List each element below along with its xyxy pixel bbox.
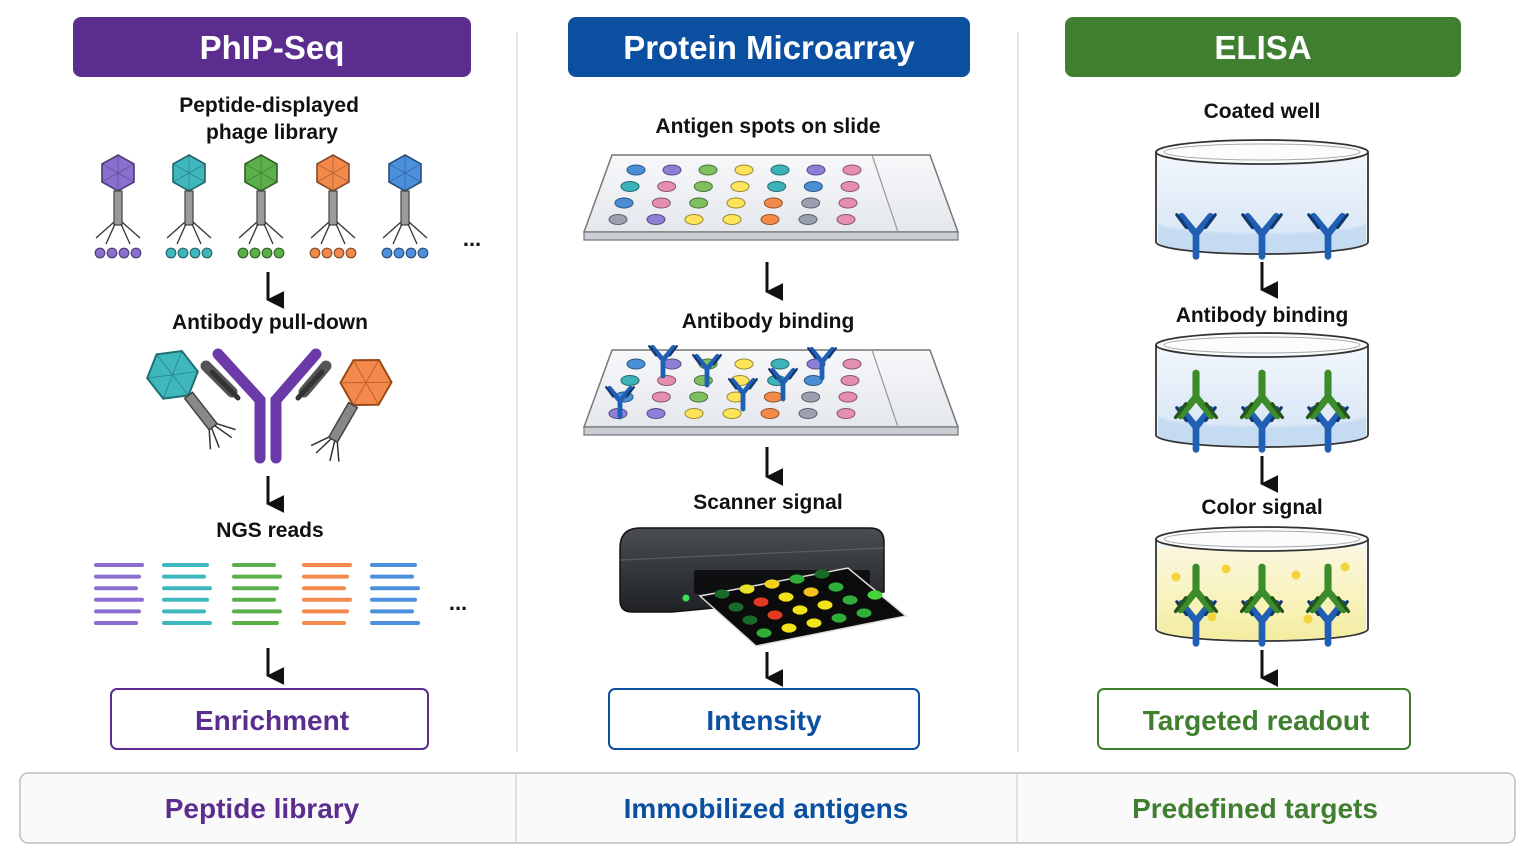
ngs-reads-illustration [94,563,420,625]
phip-result-box [110,688,429,750]
phip-seq-column: PhIP-Seq Peptide-displayed phage library… [73,17,481,750]
signal-dot-5 [1207,612,1217,622]
elisa-step1-label: Coated well [1204,100,1321,123]
elisa-step2-label: Antibody binding [1176,304,1349,327]
read-group-1 [94,563,144,625]
bound-antibody-icon-5 [807,346,837,381]
signal-dot-6 [1303,614,1313,624]
phip-ellipsis-1: ... [463,226,481,251]
phip-ellipsis-2: ... [449,590,467,615]
scanner-status-light [682,594,690,602]
footer-comparison-bar: Peptide library Immobilized antigens Pre… [19,772,1516,844]
color-signal-well-illustration [1155,526,1369,647]
elisa-header-title: ELISA [1214,29,1311,66]
phage-icon-3 [237,154,285,259]
signal-dot-1 [1171,572,1181,582]
antibody-binding-well-illustration [1155,332,1369,453]
well-rim [1155,139,1369,165]
antigen-spots [608,164,862,225]
purple-antibody-icon [200,348,332,464]
phage-library-row [94,154,429,259]
phip-step2-label: Antibody pull-down [172,311,368,334]
bound-antibody-icon-1 [1173,563,1219,614]
bound-antibody-icon-1 [648,344,678,379]
phip-step3-label: NGS reads [216,519,323,542]
phip-step1-label: Peptide-displayed phage library [179,94,365,144]
bound-antibody-icon-3 [728,377,758,412]
coated-antigen-icon-2 [1241,213,1283,260]
footer-micro-label: Immobilized antigens [624,793,909,824]
well-rim [1155,526,1369,552]
bound-antibody-icon-2 [1239,369,1285,420]
elisa-result-label: Targeted readout [1143,705,1370,736]
well-rim [1155,332,1369,358]
antibody-binding-slide-illustration [582,344,960,436]
coated-antigen-icon-1 [1175,213,1217,260]
coated-well-illustration [1155,139,1369,260]
coated-antigen-icon-3 [1307,213,1349,260]
phip-step1-label-line2: phage library [206,121,338,144]
phage-icon-2 [165,154,213,259]
bound-antibodies [605,344,837,420]
elisa-column: ELISA Coated well Antibody binding Color… [1065,17,1461,750]
phip-step1-label-line1: Peptide-displayed [179,94,359,117]
signal-dot-2 [1221,564,1231,574]
micro-step2-label: Antibody binding [682,310,855,333]
phage-icon-5 [381,154,429,259]
micro-result-label: Intensity [706,705,822,736]
bound-antibody-icon-3 [1305,369,1351,420]
scanner-illustration [619,527,908,647]
signal-dot-4 [1340,562,1350,572]
read-group-3 [232,563,282,625]
micro-result-box [608,688,920,750]
read-group-5 [370,563,420,625]
footer-elisa-label: Predefined targets [1132,793,1378,824]
scan-signal-spots [714,569,883,638]
elisa-header-box [1065,17,1461,77]
footer-box [19,772,1516,844]
footer-phip-label: Peptide library [165,793,360,824]
micro-header-box [568,17,970,77]
antibody-pulldown-illustration [146,348,393,464]
phip-header-box [73,17,471,77]
phip-header-title: PhIP-Seq [200,29,345,66]
micro-header-title: Protein Microarray [623,29,915,66]
bound-antibody-icon-2 [1239,563,1285,614]
bound-phage-orange-icon [310,359,393,462]
bound-antibody-icon-2 [692,353,722,388]
protein-microarray-column: Protein Microarray Antigen spots on slid… [568,17,970,750]
antigen-slide-illustration [582,154,960,241]
signal-dot-3 [1291,570,1301,580]
phip-result-label: Enrichment [195,705,349,736]
micro-step3-label: Scanner signal [693,491,842,514]
phage-icon-1 [94,154,142,259]
bound-phage-teal-icon [146,349,236,450]
elisa-step3-label: Color signal [1201,496,1322,519]
phage-icon-4 [309,154,357,259]
bound-antibody-icon-6 [605,385,635,420]
bound-antibody-icon-3 [1305,563,1351,614]
read-group-2 [162,563,212,625]
bound-antibody-icon-1 [1173,369,1219,420]
read-group-4 [302,563,352,625]
micro-step1-label: Antigen spots on slide [655,115,880,138]
bound-antibody-icon-4 [768,367,798,402]
elisa-result-box [1097,688,1411,750]
